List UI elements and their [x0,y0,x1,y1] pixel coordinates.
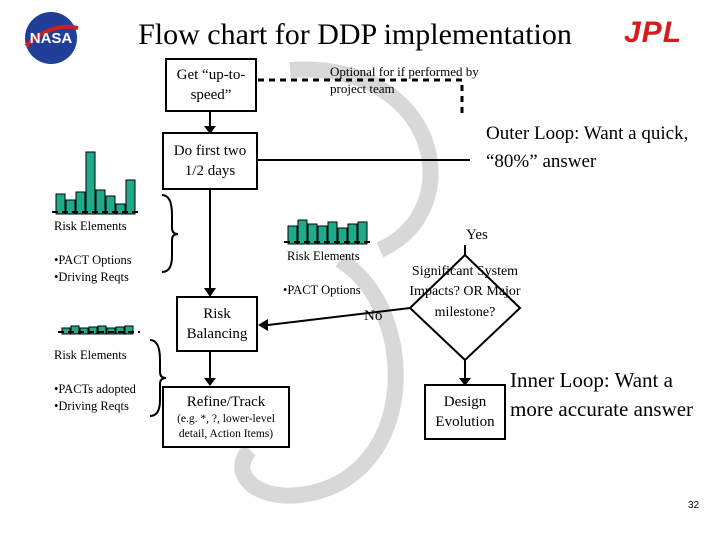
no-label: No [364,308,383,324]
inner-loop-label: Inner Loop: Want a more accurate answer [510,368,694,422]
risk-elements-label-1: Risk Elements [54,219,127,233]
bar-mark [75,191,86,215]
bar-mark [124,325,134,335]
outer-loop-arrow-icon [289,61,439,258]
bar-mark [115,203,126,215]
bar-chart-icon [284,219,374,245]
yes-label: Yes [466,227,488,243]
pact-options-mid: •PACT Options [283,283,361,297]
bar-mark [55,193,66,215]
decision-text: Significant System Impacts? OR Major mil… [409,264,521,320]
bar-chart-icon [58,325,140,335]
risk-options-list-2: •PACTs adopted •Driving Reqts [54,382,136,413]
optional-note: Optional for if performed by project tea… [330,64,479,96]
page-title: Flow chart for DDP implementation [138,18,572,51]
bar-mark [337,227,348,245]
jpl-logo-icon: JPL [624,16,683,49]
bar-mark [85,151,96,215]
svg-text:NASA: NASA [30,30,73,47]
outer-loop-label: Outer Loop: Want a quick, “80%” answer [486,123,689,172]
get-up-to-speed-box: Get “up-to-speed” [165,58,257,112]
bar-mark [115,326,125,335]
refine-track-box: Refine/Track (e.g. *, ?, lower-level det… [162,386,290,448]
risk-elements-label-mid: Risk Elements [287,249,360,263]
risk-elements-label-2: Risk Elements [54,348,127,362]
bar-mark [97,325,107,335]
bar-mark [287,225,298,245]
bar-mark [125,179,136,215]
bar-mark [70,325,80,335]
do-first-two-box: Do first two 1/2 days [162,132,258,190]
inner-loop-arrow-icon [234,253,404,504]
bar-mark [327,221,338,245]
risk-balancing-box: Risk Balancing [176,296,258,352]
design-evolution-box: Design Evolution [424,384,506,440]
bar-mark [357,221,368,245]
nasa-logo-icon: NASA [18,10,84,66]
bar-chart-icon [52,151,142,215]
page-number: 32 [688,500,700,511]
risk-options-list-1: •PACT Options •Driving Reqts [54,253,132,284]
bar-mark [347,223,358,245]
bar-mark [88,326,98,335]
bar-mark [95,189,106,215]
bar-mark [105,195,116,215]
bar-mark [317,225,328,245]
bar-mark [297,219,308,245]
bar-mark [307,223,318,245]
bar-mark [65,199,76,215]
